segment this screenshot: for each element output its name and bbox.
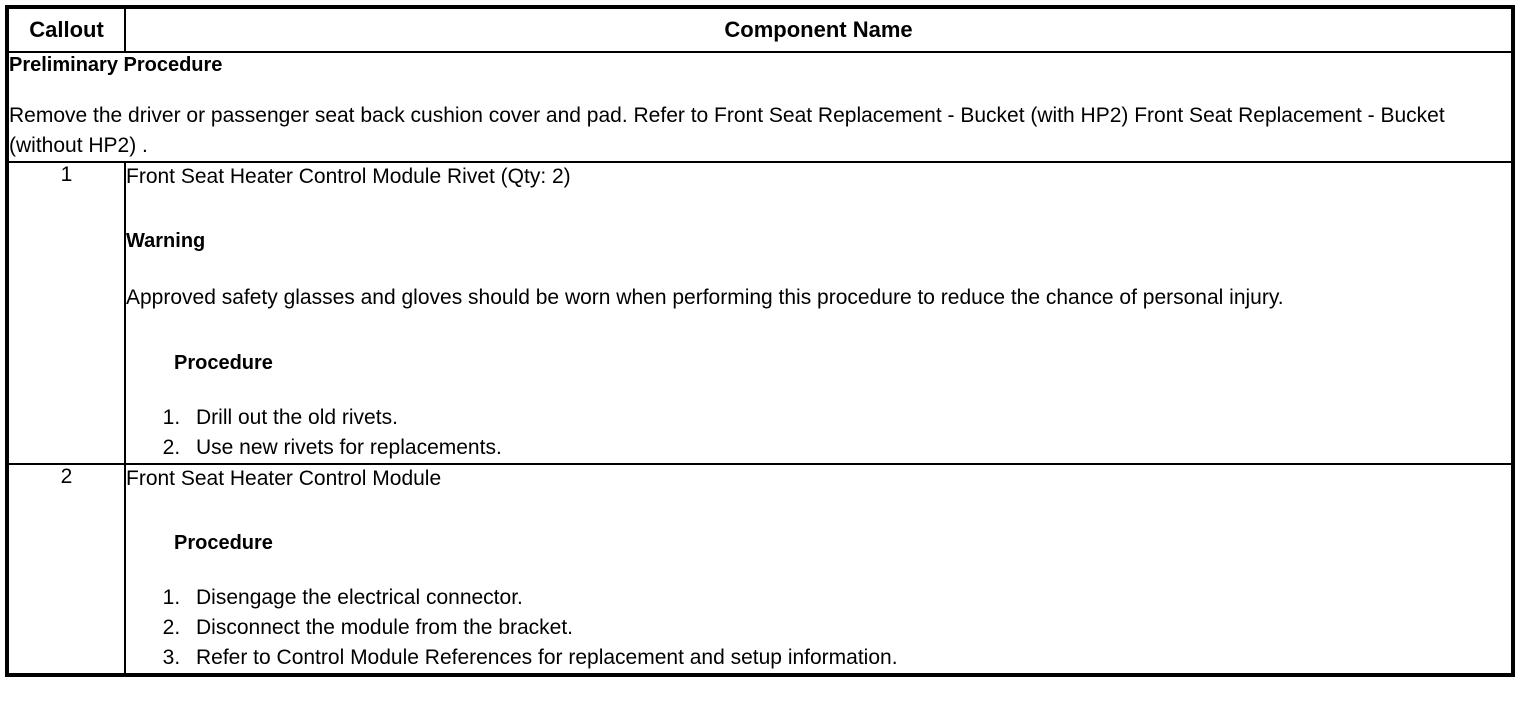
table-row: 2 Front Seat Heater Control Module Proce… — [6, 463, 1514, 676]
component-name-text: Front Seat Heater Control Module — [126, 467, 442, 490]
procedure-step-list: Drill out the old rivets. Use new rivets… — [126, 403, 1511, 463]
table-header-row: Callout Component Name — [6, 6, 1514, 53]
column-header-component-name: Component Name — [124, 6, 1514, 53]
procedure-step-list: Disengage the electrical connector. Disc… — [126, 583, 1511, 673]
procedure-heading: Procedure — [174, 532, 273, 554]
list-item: Refer to Control Module References for r… — [186, 643, 1511, 673]
preliminary-procedure-row: Preliminary Procedure Remove the driver … — [6, 51, 1514, 163]
warning-heading: Warning — [126, 230, 206, 252]
list-item: Use new rivets for replacements. — [186, 433, 1511, 463]
row-content: Front Seat Heater Control Module Rivet (… — [124, 161, 1514, 465]
callout-number: 2 — [6, 463, 126, 676]
procedure-heading: Procedure — [174, 352, 273, 374]
column-header-callout: Callout — [6, 6, 126, 53]
row-content: Front Seat Heater Control Module Procedu… — [124, 463, 1514, 676]
preliminary-procedure-body: Remove the driver or passenger seat back… — [9, 104, 1445, 157]
list-item: Disconnect the module from the bracket. — [186, 613, 1511, 643]
component-name-text: Front Seat Heater Control Module Rivet (… — [126, 165, 571, 188]
list-item: Drill out the old rivets. — [186, 403, 1511, 433]
preliminary-procedure-cell: Preliminary Procedure Remove the driver … — [6, 51, 1514, 163]
table-row: 1 Front Seat Heater Control Module Rivet… — [6, 161, 1514, 465]
component-callout-table: Callout Component Name Preliminary Proce… — [5, 5, 1515, 677]
callout-number: 1 — [6, 161, 126, 465]
preliminary-procedure-title: Preliminary Procedure — [9, 54, 223, 76]
list-item: Disengage the electrical connector. — [186, 583, 1511, 613]
warning-text: Approved safety glasses and gloves shoul… — [126, 286, 1284, 309]
